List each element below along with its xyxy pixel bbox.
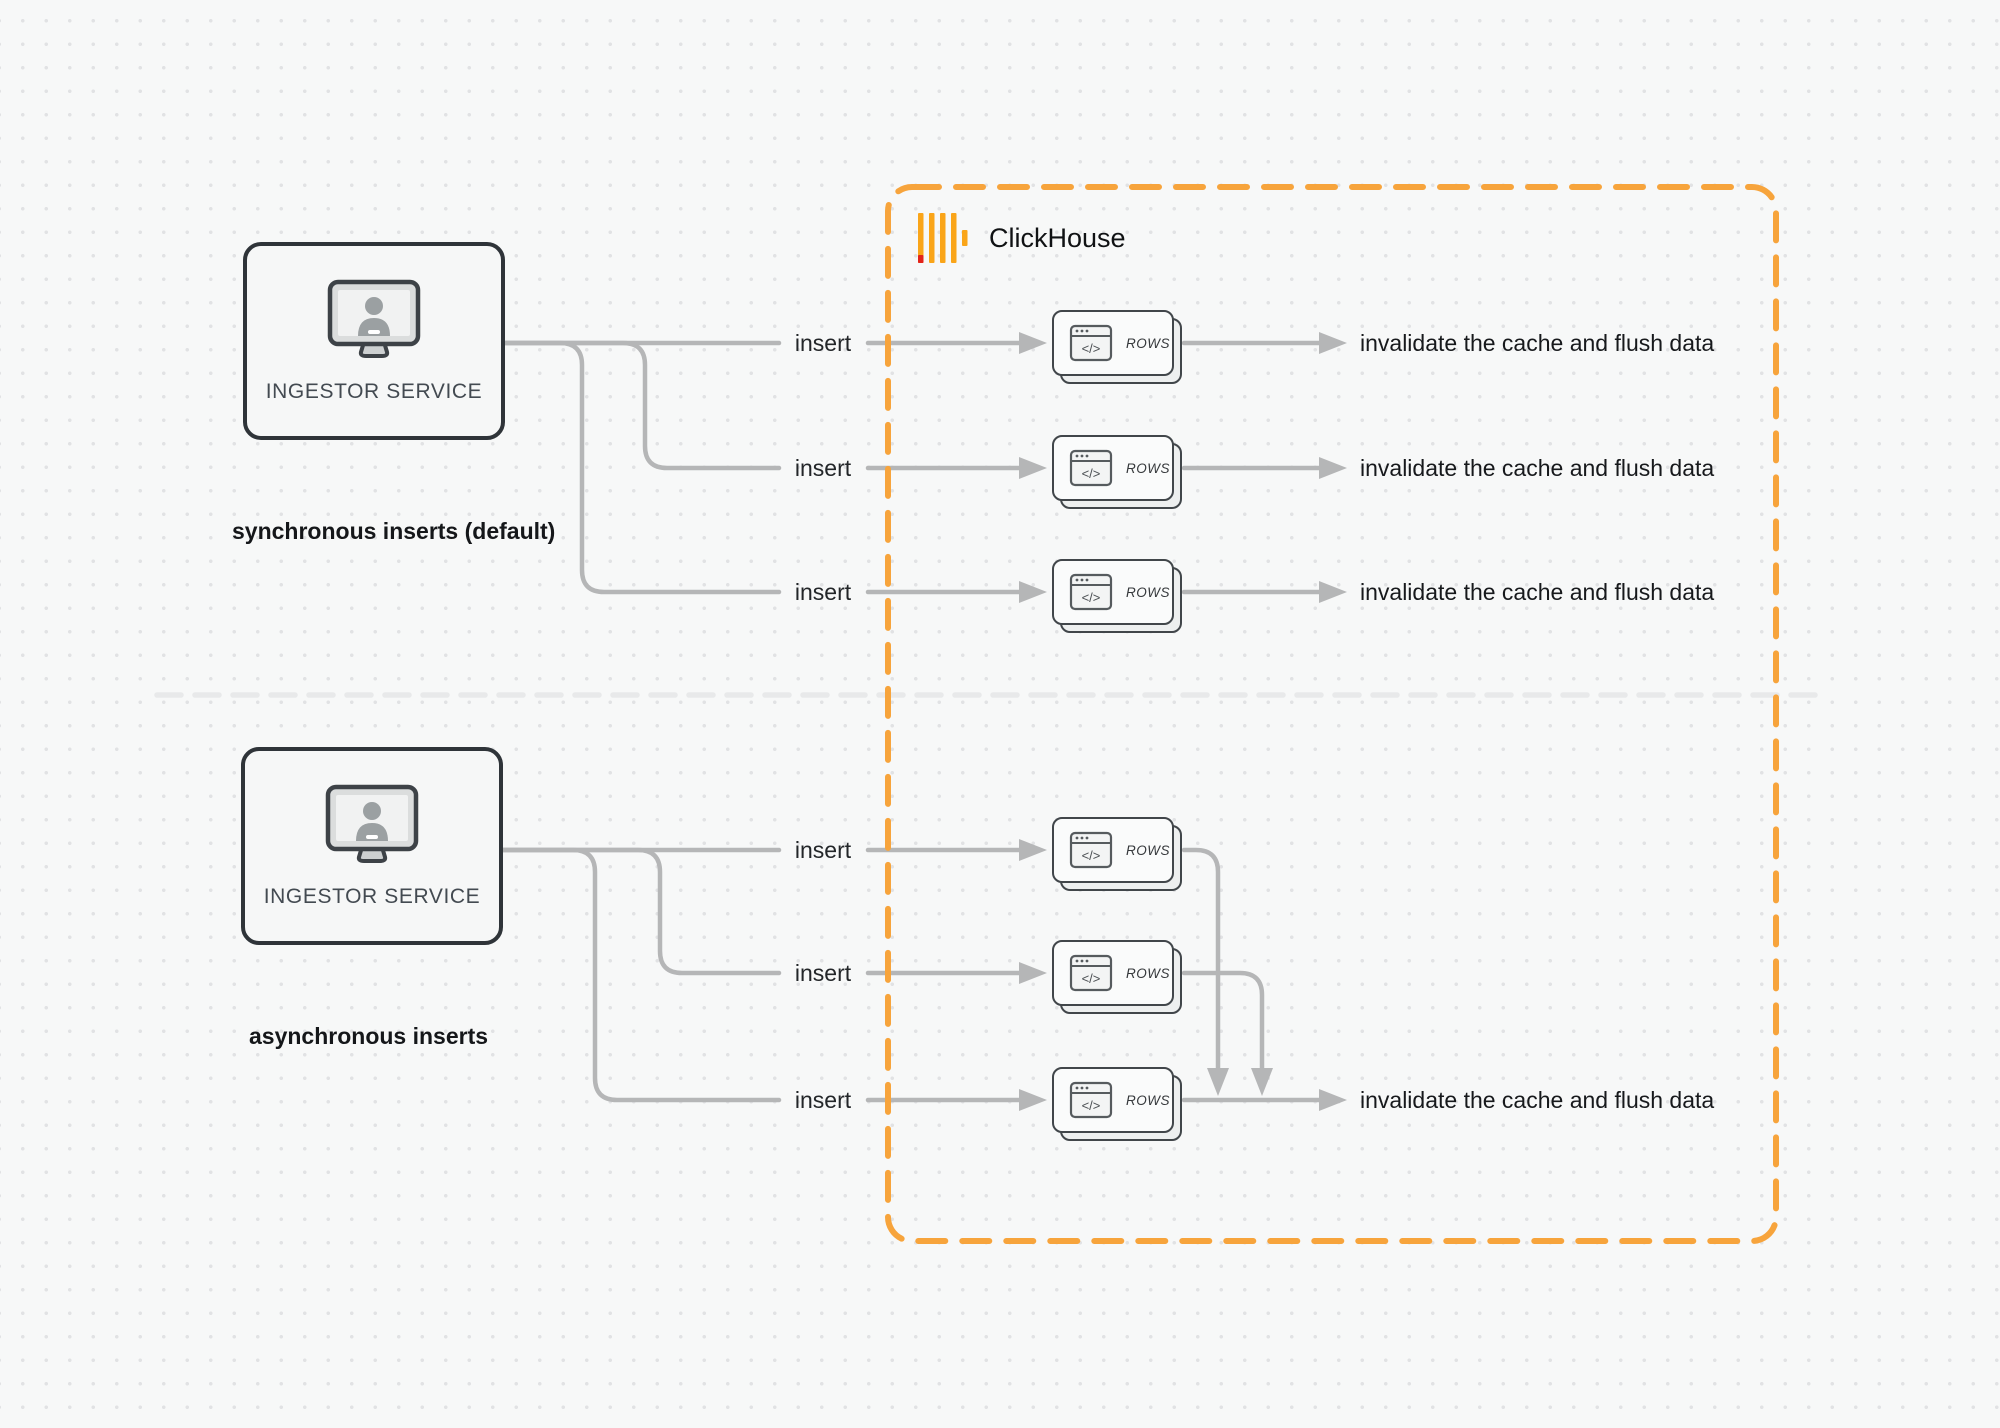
browser-code-icon: </> — [1069, 954, 1113, 992]
arrowhead-sync-insert3 — [1019, 581, 1047, 603]
browser-code-icon: </> — [1069, 831, 1113, 869]
rows-label: ROWS — [1126, 1092, 1170, 1108]
rows-card: </> ROWS — [1052, 435, 1184, 511]
service-box-sync: INGESTOR SERVICE — [243, 242, 505, 440]
service-box-async: INGESTOR SERVICE — [241, 747, 503, 945]
browser-code-icon: </> — [1069, 449, 1113, 487]
result-label: invalidate the cache and flush data — [1360, 455, 1715, 481]
async-caption: asynchronous inserts — [249, 1023, 489, 1049]
clickhouse-label: ClickHouse — [989, 222, 1126, 253]
rows-label: ROWS — [1126, 842, 1170, 858]
svg-text:</>: </> — [1082, 848, 1101, 863]
arrowhead-sync-result2 — [1319, 457, 1347, 479]
rows-label: ROWS — [1126, 965, 1170, 981]
monitor-user-icon — [325, 784, 419, 863]
rows-card: </> ROWS — [1052, 817, 1184, 893]
connector-sync-row3 — [502, 340, 782, 595]
svg-text:</>: </> — [1082, 1098, 1101, 1113]
svg-text:</>: </> — [1082, 466, 1101, 481]
rows-card: </> ROWS — [1052, 559, 1184, 635]
insert-label: insert — [794, 579, 852, 605]
svg-text:</>: </> — [1082, 971, 1101, 986]
browser-code-icon: </> — [1069, 324, 1113, 362]
insert-label: insert — [794, 1087, 852, 1113]
rows-card: </> ROWS — [1052, 310, 1184, 386]
browser-code-icon: </> — [1069, 1081, 1113, 1119]
clickhouse-bars-icon — [918, 213, 968, 263]
arrowhead-async-insert1 — [1019, 839, 1047, 861]
result-label: invalidate the cache and flush data — [1360, 579, 1715, 605]
connector-async-row3 — [500, 847, 782, 1103]
insert-label: insert — [794, 960, 852, 986]
result-label: invalidate the cache and flush data — [1360, 330, 1715, 356]
arrowhead-async-merge1 — [1207, 1068, 1229, 1096]
rows-card: </> ROWS — [1052, 940, 1184, 1016]
svg-text:</>: </> — [1082, 341, 1101, 356]
arrowhead-async-merge2 — [1251, 1068, 1273, 1096]
connector-async-merge2 — [1181, 970, 1265, 1071]
rows-label: ROWS — [1126, 584, 1170, 600]
result-label: invalidate the cache and flush data — [1360, 1087, 1715, 1113]
arrowhead-sync-insert1 — [1019, 332, 1047, 354]
insert-label: insert — [794, 455, 852, 481]
rows-label: ROWS — [1126, 460, 1170, 476]
connector-async-merge1 — [1181, 847, 1221, 1071]
arrowhead-async-insert3 — [1019, 1089, 1047, 1111]
arrowhead-sync-result3 — [1319, 581, 1347, 603]
arrowhead-async-result — [1319, 1089, 1347, 1111]
monitor-user-icon — [327, 279, 421, 358]
sync-caption: synchronous inserts (default) — [232, 518, 556, 544]
svg-text:</>: </> — [1082, 590, 1101, 605]
insert-label: insert — [794, 330, 852, 356]
connector-async-row2 — [500, 847, 782, 976]
service-label: INGESTOR SERVICE — [265, 380, 483, 403]
arrowhead-sync-insert2 — [1019, 457, 1047, 479]
rows-card: </> ROWS — [1052, 1067, 1184, 1143]
browser-code-icon: </> — [1069, 573, 1113, 611]
clickhouse-logo: ClickHouse — [918, 213, 1126, 263]
clickhouse-boundary — [885, 184, 1779, 1244]
rows-label: ROWS — [1126, 335, 1170, 351]
connector-sync-row2 — [502, 340, 782, 471]
insert-label: insert — [794, 837, 852, 863]
service-label: INGESTOR SERVICE — [263, 885, 481, 908]
arrowhead-sync-result1 — [1319, 332, 1347, 354]
arrowhead-async-insert2 — [1019, 962, 1047, 984]
